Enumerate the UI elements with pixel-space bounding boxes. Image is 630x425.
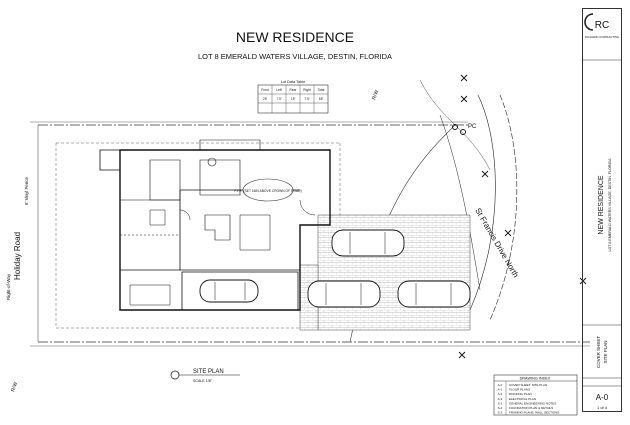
index-sheet-number: S-1 (498, 401, 503, 405)
survey-markers (452, 74, 587, 359)
pc-label: PC (468, 124, 477, 130)
index-sheet-number: A-2 (498, 392, 503, 396)
index-sheet-title: GENERAL ENGINEERING NOTES (509, 401, 556, 405)
lot-data-table: Lot Data Table Front Left Rear Right Total 25… (257, 80, 329, 114)
lot-table-cell: Total (318, 88, 325, 92)
lot-table-cell: 7.5' (276, 97, 281, 101)
lot-table-cell: Left (276, 88, 281, 92)
road-label-east: St Francis Drive North (473, 207, 520, 280)
lot-table-cell: 55' (319, 97, 324, 101)
lot-table-cell: Right (303, 88, 311, 92)
index-sheet-title: FRAMING PLANS, WALL SECTIONS (509, 411, 559, 415)
lot-table-cell: Front (261, 88, 269, 92)
title-block (582, 8, 622, 412)
index-sheet-title: FOUNDATION PLAN & DETAILS (509, 406, 553, 410)
road-st-francis (419, 79, 518, 321)
lot-table-cell: Rear (290, 88, 298, 92)
ffe-note: F.F.E. (SET 16IN ABOVE CROWN OF ROAD) (234, 178, 302, 202)
car-driveway-3 (397, 280, 471, 308)
index-sheet-title: ELECTRICAL PLAN (509, 397, 536, 401)
car-driveway-1 (331, 229, 405, 257)
index-sheet-title: COVER SHEET, SITE PLAN (509, 383, 547, 387)
fence-label: 6' Vinyl Fence (24, 176, 29, 205)
index-sheet-number: S-3 (498, 411, 503, 415)
road-label-west: Holiday Road (13, 232, 22, 280)
vehicles (199, 229, 471, 308)
drawing-index: DRAWING INDEX A-0 COVER SHEET, SITE PLAN A… (493, 374, 578, 416)
row-label-top: R/W (371, 89, 380, 100)
plan-caption: SITE PLAN SCALE 1/8" (170, 369, 240, 383)
lot-table-cell: 15' (291, 97, 296, 101)
sheet-title: NEW RESIDENCE (236, 29, 354, 45)
sheet-subtitle: LOT 8 EMERALD WATERS VILLAGE, DESTIN, FL… (198, 52, 392, 61)
index-sheet-number: A-1 (498, 388, 503, 392)
lot-table-title: Lot Data Table (281, 80, 305, 84)
index-sheet-title: ROOFING PLAN (509, 392, 532, 396)
ffe-note-text: F.F.E. (SET 16IN ABOVE CROWN OF ROAD) (234, 189, 301, 193)
index-sheet-number: A-0 (498, 383, 503, 387)
car-driveway-2 (307, 280, 381, 308)
index-sheet-title: FLOOR PLANS (509, 388, 530, 392)
row-label-bottom: R/W (10, 381, 19, 392)
index-sheet-number: S-2 (498, 406, 503, 410)
plan-title: SITE PLAN (193, 369, 224, 375)
row-label-west: Right-of-Way (6, 273, 11, 300)
index-sheet-number: A-3 (498, 397, 503, 401)
plan-scale: SCALE 1/8" (193, 379, 213, 383)
lot-table-cell: 25' (263, 97, 268, 101)
car-garage (199, 279, 259, 303)
drawing-index-title: DRAWING INDEX (520, 377, 551, 381)
lot-table-cell: 7.5' (304, 97, 309, 101)
